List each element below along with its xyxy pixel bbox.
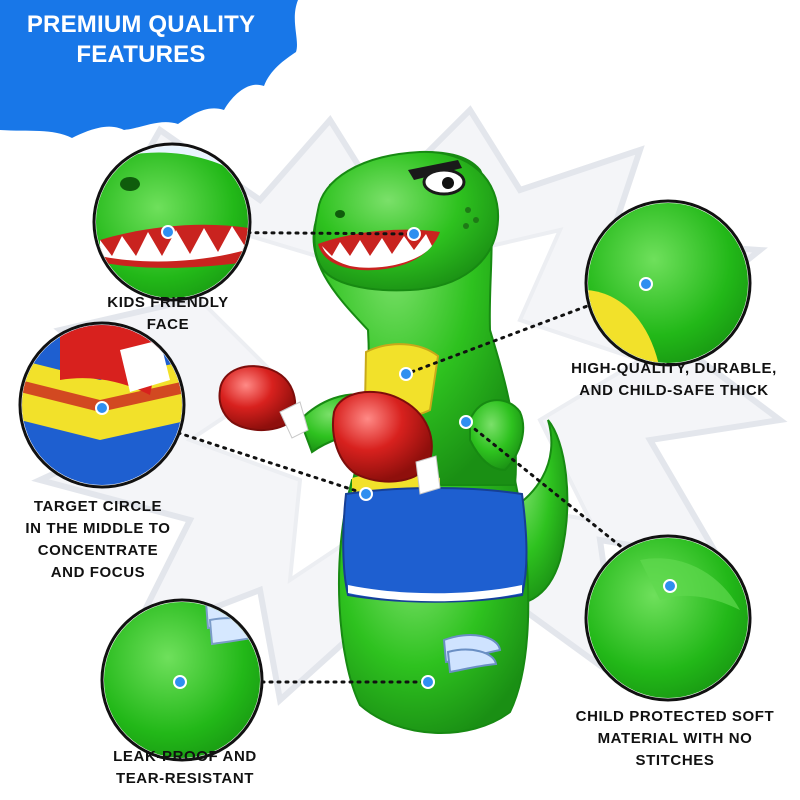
- feature-label-face: KIDS FRIENDLY FACE: [107, 294, 229, 333]
- boxing-glove-front: [332, 390, 441, 495]
- detail-circle-target: [18, 321, 186, 489]
- feature-label-quality: HIGH-QUALITY, DURABLE, AND CHILD-SAFE TH…: [571, 360, 777, 399]
- banner-title: PREMIUM QUALITY FEATURES: [26, 11, 256, 68]
- banner-shape: [0, 0, 298, 138]
- boxing-glove-back: [218, 365, 309, 439]
- feature-label-target: TARGET CIRCLE IN THE MIDDLE TO CONCENTRA…: [25, 498, 171, 581]
- dino-body: [312, 150, 530, 734]
- detail-circle-soft: [584, 534, 752, 702]
- detail-circle-quality: [584, 199, 752, 367]
- dino-arm-right: [469, 399, 525, 472]
- feature-label-leak: LEAK-PROOF AND TEAR-RESISTANT: [113, 748, 257, 787]
- detail-circle-leak: [100, 598, 264, 762]
- feature-label-soft: CHILD PROTECTED SOFT MATERIAL WITH NO ST…: [575, 708, 775, 769]
- dino-markers: [359, 227, 473, 689]
- detail-circle-face: [92, 142, 252, 302]
